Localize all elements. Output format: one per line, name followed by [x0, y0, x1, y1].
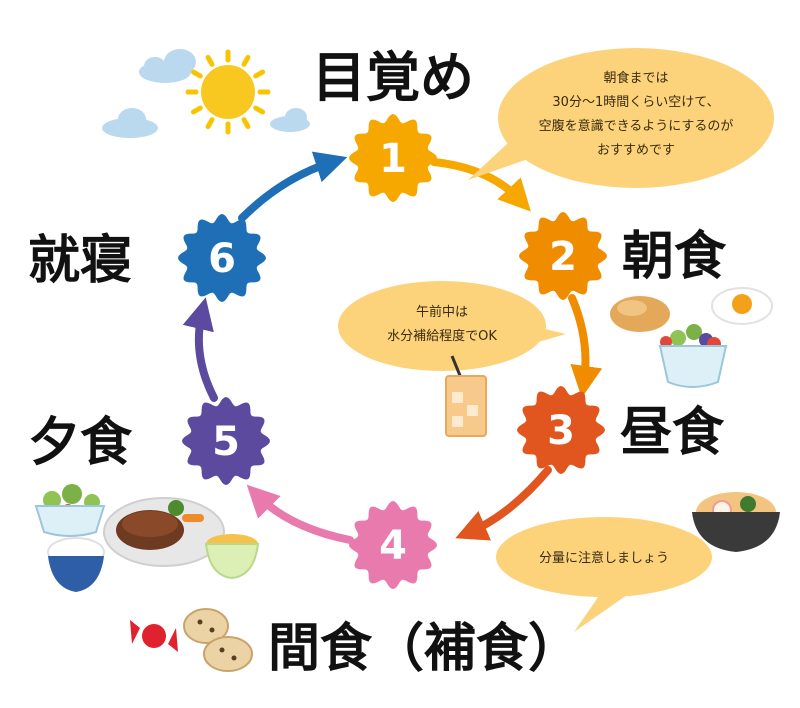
cloud-icon [139, 49, 196, 83]
step-badge-5: 5 [182, 397, 270, 485]
step-label-breakfast: 朝食 [622, 227, 727, 287]
cloud-icon [270, 108, 310, 132]
iced-tea-icon [445, 355, 487, 437]
arrow-6-to-1 [238, 151, 348, 222]
arrow-2-to-3 [568, 294, 603, 398]
step-number: 2 [549, 234, 577, 280]
cloud-icon [102, 108, 158, 138]
step-label-dinner: 夕食 [28, 413, 133, 473]
step-label-lunch: 昼食 [620, 403, 725, 463]
bubble-line: 分量に注意しましょう [539, 550, 669, 566]
bubble-breakfast-tip: 朝食までは 30分〜1時間くらい空けて、 空腹を意識できるようにするのが おすす… [468, 48, 774, 188]
bubble-line: 朝食までは [603, 70, 668, 86]
step-badge-2: 2 [519, 212, 607, 300]
step-number: 6 [208, 236, 236, 282]
ramen-bowl-icon [692, 492, 780, 552]
step-number: 4 [379, 523, 407, 569]
bubble-snack-tip: 分量に注意しましょう [496, 517, 712, 632]
bread-icon [610, 296, 670, 332]
arrow-1-to-2 [430, 158, 531, 212]
bubble-line: 空腹を意識できるようにするのが [539, 118, 734, 134]
step-badge-4: 4 [349, 501, 437, 589]
step-number: 3 [547, 408, 575, 454]
arrow-4-to-5 [246, 484, 354, 544]
step-badge-3: 3 [517, 386, 605, 474]
bubble-line: 水分補給程度でOK [387, 328, 497, 344]
bubble-line: 30分〜1時間くらい空けて、 [552, 95, 719, 110]
arrow-5-to-6 [182, 297, 218, 402]
step-label-bedtime: 就寝 [28, 231, 132, 291]
bubble-line: 午前中は [416, 304, 468, 320]
rice-bowl-icon [47, 537, 105, 592]
cookie-icon [183, 608, 253, 672]
steak-plate-icon [103, 497, 225, 567]
bubble-line: おすすめです [597, 143, 675, 158]
step-badge-6: 6 [178, 214, 266, 302]
salad-bowl-icon [658, 324, 728, 388]
step-label-wake-up: 目覚め [312, 46, 474, 109]
soup-cup-icon [204, 534, 260, 580]
arrow-3-to-4 [455, 466, 552, 541]
step-number: 1 [379, 136, 407, 182]
sun-icon [185, 49, 271, 135]
candy-icon [130, 620, 178, 652]
salad-bowl-icon [34, 484, 106, 537]
fried-egg-icon [711, 287, 773, 325]
step-badge-1: 1 [349, 114, 437, 202]
bubble-morning-tip: 午前中は 水分補給程度でOK [338, 281, 566, 371]
step-label-snack: 間食（補食） [268, 619, 580, 679]
step-number: 5 [212, 419, 240, 465]
